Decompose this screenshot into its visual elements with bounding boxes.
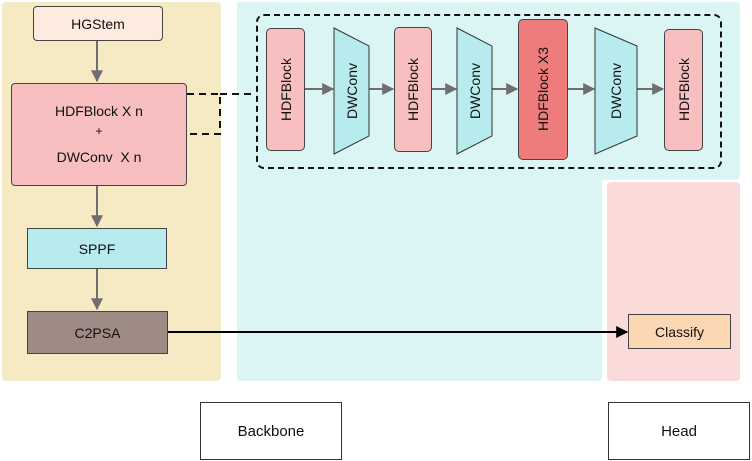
dwconv-1: DWConv [334, 28, 369, 154]
hgstem-block: HGStem [33, 6, 163, 41]
hdf-block-repeat-label: HDFBlock X n [55, 102, 143, 119]
hdfblock-3: HDFBlock [664, 29, 703, 151]
backbone-caption: Backbone [200, 402, 342, 460]
expanded-block-frame [256, 14, 722, 169]
dwconv-shape-2 [456, 27, 493, 155]
c2psa-label: C2PSA [74, 324, 121, 341]
head-caption-text: Head [661, 422, 697, 440]
hdfblock-2-label: HDFBlock [405, 57, 421, 121]
c2psa-block: C2PSA [27, 311, 168, 354]
dwconv-2-label: DWConv [466, 62, 483, 119]
hdfblock-3-label: HDFBlock [675, 58, 692, 122]
classify-label: Classify [654, 323, 704, 340]
hgstem-label: HGStem [71, 15, 125, 32]
sppf-label: SPPF [78, 240, 116, 257]
hdfblock-x3-label: HDFBlock X3 [535, 47, 551, 132]
dwconv-shape-1 [333, 27, 370, 155]
hdfblock-x3: HDFBlock X3 [518, 19, 568, 160]
dwconv-shape-3 [594, 27, 638, 155]
plus-sign: + [95, 124, 103, 139]
backbone-caption-text: Backbone [237, 422, 305, 440]
head-caption: Head [608, 402, 750, 460]
hdfblock-1: HDFBlock [266, 28, 305, 151]
classify-block: Classify [628, 314, 731, 349]
expansion-bracket [187, 93, 256, 135]
dwconv-repeat-label: DWConv X n [56, 148, 142, 165]
dwconv-3: DWConv [595, 28, 637, 154]
dwconv-3-label: DWConv [608, 62, 624, 119]
dwconv-1-label: DWConv [343, 62, 360, 119]
sppf-block: SPPF [27, 228, 167, 269]
hdfblock-2: HDFBlock [394, 27, 432, 152]
hdfblock-1-label: HDFBlock [277, 57, 294, 121]
dwconv-2: DWConv [457, 28, 492, 154]
hdf-dwconv-block: HDFBlock X n + DWConv X n [11, 83, 187, 186]
